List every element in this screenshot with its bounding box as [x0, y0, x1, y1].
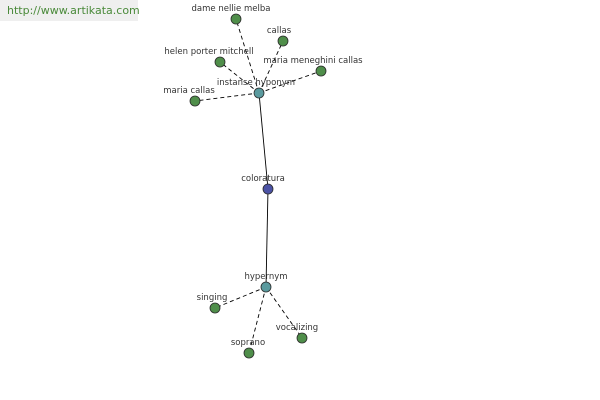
source-url[interactable]: http://www.artikata.com: [0, 0, 140, 21]
node-singing[interactable]: [209, 302, 221, 314]
node-instance-hyponym[interactable]: [253, 87, 265, 99]
edge-instance-hyponym-to-helen-porter-mitchell: [219, 61, 260, 94]
node-label-maria-callas[interactable]: maria callas: [163, 86, 215, 96]
node-label-singing[interactable]: singing: [197, 293, 228, 303]
edge-hypernym-to-vocalizing: [265, 286, 303, 339]
node-vocalizing[interactable]: [296, 332, 308, 344]
node-soprano[interactable]: [243, 347, 255, 359]
labels-layer: coloratura instanse hyponym hypernym dame n…: [163, 4, 363, 348]
node-label-helen-porter-mitchell[interactable]: helen porter mitchell: [164, 47, 253, 57]
node-label-callas[interactable]: callas: [267, 26, 292, 36]
node-coloratura[interactable]: [262, 183, 274, 195]
node-maria-meneghini-callas[interactable]: [315, 65, 327, 77]
edge-hypernym-to-soprano: [248, 286, 267, 354]
node-label-vocalizing[interactable]: vocalizing: [276, 323, 318, 333]
node-maria-callas[interactable]: [189, 95, 201, 107]
node-label-coloratura[interactable]: coloratura: [241, 174, 285, 184]
edge-instance-hyponym-to-callas: [258, 40, 284, 94]
node-helen-porter-mitchell[interactable]: [214, 56, 226, 68]
node-label-soprano[interactable]: soprano: [231, 338, 265, 348]
node-label-maria-meneghini-callas[interactable]: maria meneghini callas: [263, 56, 363, 66]
edge-instance-hyponym-to-maria-callas: [194, 92, 260, 102]
nodes-layer: [189, 13, 327, 359]
node-dame-nellie-melba[interactable]: [230, 13, 242, 25]
node-label-dame-nellie-melba[interactable]: dame nellie melba: [192, 4, 271, 14]
node-callas[interactable]: [277, 35, 289, 47]
edge-instance-hyponym-to-dame-nellie-melba: [235, 18, 260, 94]
edge-hypernym-to-singing: [214, 286, 267, 309]
node-label-instance-hyponym[interactable]: instanse hyponym: [217, 78, 295, 88]
node-label-hypernym[interactable]: hypernym: [244, 272, 287, 282]
edges-layer: [194, 18, 322, 354]
edge-instance-hyponym-to-maria-meneghini-callas: [258, 70, 322, 94]
edge-coloratura-to-instance-hyponym: [258, 92, 269, 190]
edge-coloratura-to-hypernym: [265, 188, 269, 288]
node-hypernym[interactable]: [260, 281, 272, 293]
